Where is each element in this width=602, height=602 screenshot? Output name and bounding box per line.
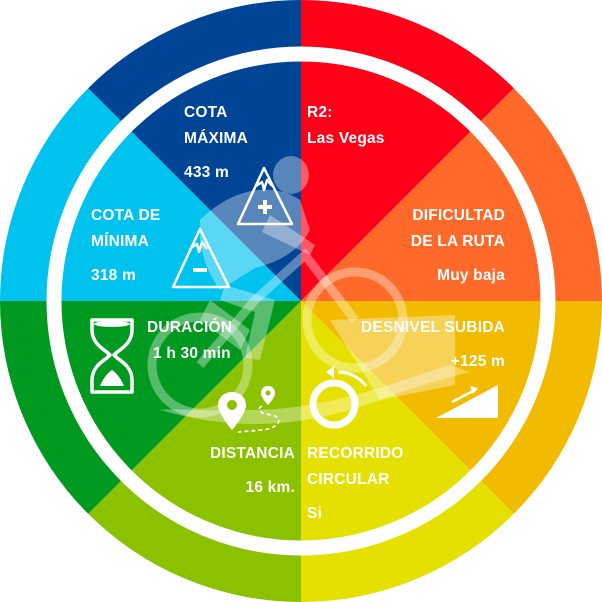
slope-icon bbox=[436, 385, 498, 418]
min-elevation-title-2: MÍNIMA bbox=[91, 233, 150, 250]
sector-min-elevation bbox=[0, 88, 301, 301]
max-elevation-title-1: COTA bbox=[184, 104, 228, 121]
difficulty-title-2: DE LA RUTA bbox=[410, 233, 505, 250]
hourglass-icon bbox=[90, 318, 134, 394]
elevation-gain-title: DESNIVEL SUBIDA bbox=[361, 319, 505, 336]
route-name: Las Vegas bbox=[307, 130, 385, 147]
route-code: R2: bbox=[307, 104, 333, 121]
mountain-plus-icon bbox=[236, 166, 294, 226]
bike-wheels-icon bbox=[147, 248, 408, 418]
distance-value: 16 km. bbox=[245, 479, 295, 496]
circular-arrow-icon bbox=[309, 366, 368, 429]
sector-duration bbox=[0, 301, 301, 514]
duration-title: DURACIÓN bbox=[147, 319, 233, 336]
sector-route bbox=[301, 0, 514, 301]
sector-distance bbox=[88, 301, 301, 602]
sector-max-elevation bbox=[88, 0, 301, 301]
map-pin-route-icon bbox=[218, 386, 280, 433]
duration-value: 1 h 30 min bbox=[153, 345, 231, 362]
circular-title-2: CIRCULAR bbox=[307, 471, 390, 488]
min-elevation-value: 318 m bbox=[91, 267, 136, 284]
mountain-minus-icon bbox=[171, 227, 231, 289]
max-elevation-value: 433 m bbox=[184, 164, 229, 181]
distance-title: DISTANCIA bbox=[209, 445, 295, 462]
sector-difficulty bbox=[301, 88, 602, 301]
max-elevation-title-2: MÁXIMA bbox=[184, 130, 249, 147]
elevation-gain-value: +125 m bbox=[450, 353, 505, 370]
difficulty-title-1: DIFICULTAD bbox=[412, 207, 505, 224]
circular-title-1: RECORRIDO bbox=[307, 445, 404, 462]
sector-elevation-gain bbox=[301, 301, 602, 514]
circular-value: Si bbox=[307, 505, 323, 522]
min-elevation-title-1: COTA DE bbox=[91, 207, 161, 224]
difficulty-value: Muy baja bbox=[437, 267, 505, 284]
white-ring bbox=[46, 46, 556, 556]
